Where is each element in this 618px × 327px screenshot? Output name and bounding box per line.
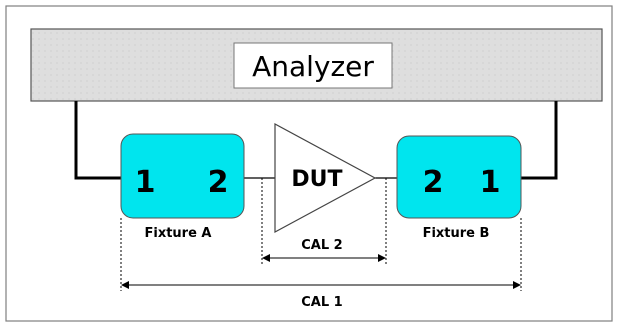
fixture-b-port-1: 1 (480, 165, 501, 200)
fixture-b: 2 1 (396, 135, 522, 219)
analyzer-label-box (233, 42, 393, 89)
dut-amplifier: DUT (274, 122, 377, 234)
cal1-arrow (121, 281, 521, 289)
cal2-arrow (262, 254, 386, 262)
analyzer-box: Analyzer (30, 28, 603, 102)
fixture-a-port-2: 2 (208, 165, 229, 200)
dut-label: DUT (291, 167, 342, 192)
cal1-label: CAL 1 (301, 295, 342, 310)
fixture-b-port-2: 2 (423, 165, 444, 200)
fixture-a-port-1: 1 (135, 165, 156, 200)
cal2-label: CAL 2 (301, 238, 342, 253)
fixture-a-label: Fixture A (144, 226, 211, 241)
cable-left (74, 101, 121, 180)
analyzer-label: Analyzer (252, 50, 374, 83)
fixture-a: 1 2 (120, 133, 245, 219)
fixture-b-label: Fixture B (423, 226, 490, 241)
cable-right (521, 101, 558, 180)
